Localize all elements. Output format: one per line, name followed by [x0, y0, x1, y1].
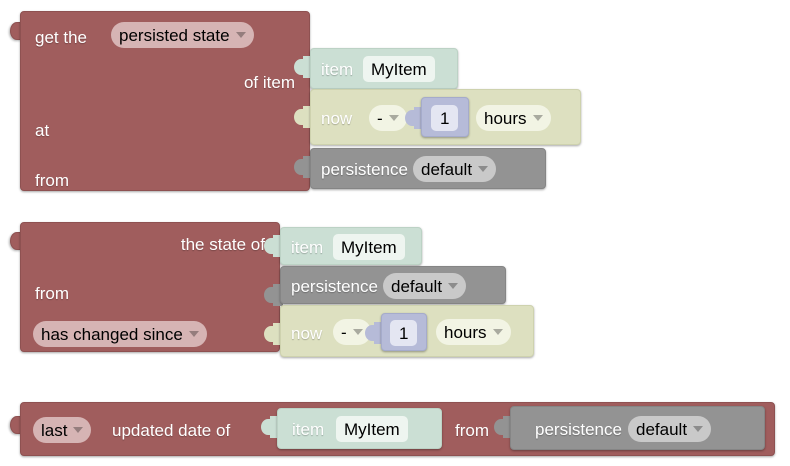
chevron-down-icon: [352, 329, 363, 335]
dropdown-datetime-operator-1-value: -: [377, 108, 383, 128]
field-item-name-2-value: MyItem: [341, 237, 397, 257]
block-item-1[interactable]: item MyItem: [310, 48, 458, 89]
connector-notch-item-3: [261, 416, 280, 438]
field-item-name-3[interactable]: MyItem: [336, 416, 408, 442]
dropdown-persistence-2[interactable]: default: [383, 273, 467, 299]
connector-notch-persistence-2: [264, 284, 283, 306]
block-state-has-changed-since[interactable]: the state of from has changed since: [20, 222, 280, 352]
row-label-updated-date-of: updated date of: [112, 421, 231, 440]
dropdown-persistence-3[interactable]: default: [628, 416, 712, 442]
field-item-name-2[interactable]: MyItem: [333, 234, 405, 260]
dropdown-datetime-operator-1[interactable]: -: [369, 105, 407, 131]
field-number-2[interactable]: 1: [390, 320, 418, 346]
field-item-name-3-value: MyItem: [344, 419, 400, 439]
row-label-from-2: from: [35, 284, 69, 303]
dropdown-changed-since-value: has changed since: [41, 324, 183, 344]
chevron-down-icon: [235, 32, 246, 38]
dropdown-persistence-1-value: default: [421, 159, 473, 179]
dropdown-last-first-value: last: [41, 420, 68, 440]
block-datetime-1-label: now: [321, 109, 353, 128]
row-label-of-item: of item: [243, 73, 295, 92]
block-item-3[interactable]: item MyItem: [277, 408, 442, 449]
block-math-number-2[interactable]: 1: [381, 313, 427, 351]
chevron-down-icon: [188, 331, 199, 337]
connector-notch-datetime-2: [264, 323, 283, 345]
dropdown-state-kind[interactable]: persisted state: [111, 22, 254, 48]
block-item-2[interactable]: item MyItem: [280, 227, 422, 265]
row-label-from-3: from: [455, 421, 489, 440]
block-item-1-label: item: [321, 60, 354, 79]
field-number-1-value: 1: [440, 108, 450, 128]
block-persistence-2-label: persistence: [291, 277, 378, 296]
dropdown-datetime-unit-1-value: hours: [484, 108, 527, 128]
output-plug-block1[interactable]: [10, 22, 22, 40]
connector-notch-number-2: [365, 322, 384, 344]
chevron-down-icon: [532, 115, 543, 121]
dropdown-last-first[interactable]: last: [33, 417, 92, 443]
dropdown-datetime-unit-1[interactable]: hours: [476, 105, 551, 131]
output-plug-block3[interactable]: [10, 416, 22, 434]
row-label-from: from: [35, 171, 69, 190]
row-label-get-the: get the: [35, 28, 87, 47]
chevron-down-icon: [73, 427, 84, 433]
block-get-persisted-state[interactable]: get the persisted state of item at from: [20, 11, 310, 191]
dropdown-persistence-1[interactable]: default: [413, 156, 497, 182]
block-persistence-3-label: persistence: [535, 420, 622, 439]
block-item-2-label: item: [291, 238, 324, 257]
connector-notch-datetime-1: [294, 106, 313, 128]
chevron-down-icon: [448, 283, 459, 289]
block-persistence-1[interactable]: persistence default: [310, 148, 546, 189]
row-label-at: at: [35, 121, 50, 140]
chevron-down-icon: [388, 115, 399, 121]
field-item-name-1-value: MyItem: [371, 59, 427, 79]
block-datetime-2[interactable]: now - hours: [280, 305, 534, 357]
block-persistence-2[interactable]: persistence default: [280, 266, 506, 304]
connector-notch-number-1: [405, 107, 424, 129]
connector-notch-persistence-3: [494, 416, 513, 438]
block-persistence-1-label: persistence: [321, 160, 408, 179]
row-label-the-state-of: the state of: [180, 235, 265, 254]
connector-notch-item-1: [294, 56, 313, 78]
connector-notch-item-2: [264, 235, 283, 257]
chevron-down-icon: [693, 426, 704, 432]
dropdown-datetime-operator-2-value: -: [341, 322, 347, 342]
dropdown-changed-since[interactable]: has changed since: [33, 321, 207, 347]
dropdown-datetime-unit-2-value: hours: [444, 322, 487, 342]
dropdown-persistence-2-value: default: [391, 276, 443, 296]
field-item-name-1[interactable]: MyItem: [363, 56, 435, 82]
dropdown-state-kind-value: persisted state: [119, 25, 230, 45]
output-plug-block2[interactable]: [10, 232, 22, 250]
dropdown-datetime-operator-2[interactable]: -: [333, 319, 371, 345]
dropdown-persistence-3-value: default: [636, 419, 688, 439]
dropdown-datetime-unit-2[interactable]: hours: [436, 319, 511, 345]
chevron-down-icon: [492, 329, 503, 335]
field-number-1[interactable]: 1: [431, 105, 459, 131]
block-item-3-label: item: [292, 420, 325, 439]
chevron-down-icon: [478, 166, 489, 172]
field-number-2-value: 1: [399, 323, 409, 343]
block-datetime-2-label: now: [291, 324, 323, 343]
block-persistence-3[interactable]: persistence default: [510, 406, 765, 450]
block-math-number-1[interactable]: 1: [421, 97, 469, 137]
connector-notch-persistence-1: [294, 156, 313, 178]
